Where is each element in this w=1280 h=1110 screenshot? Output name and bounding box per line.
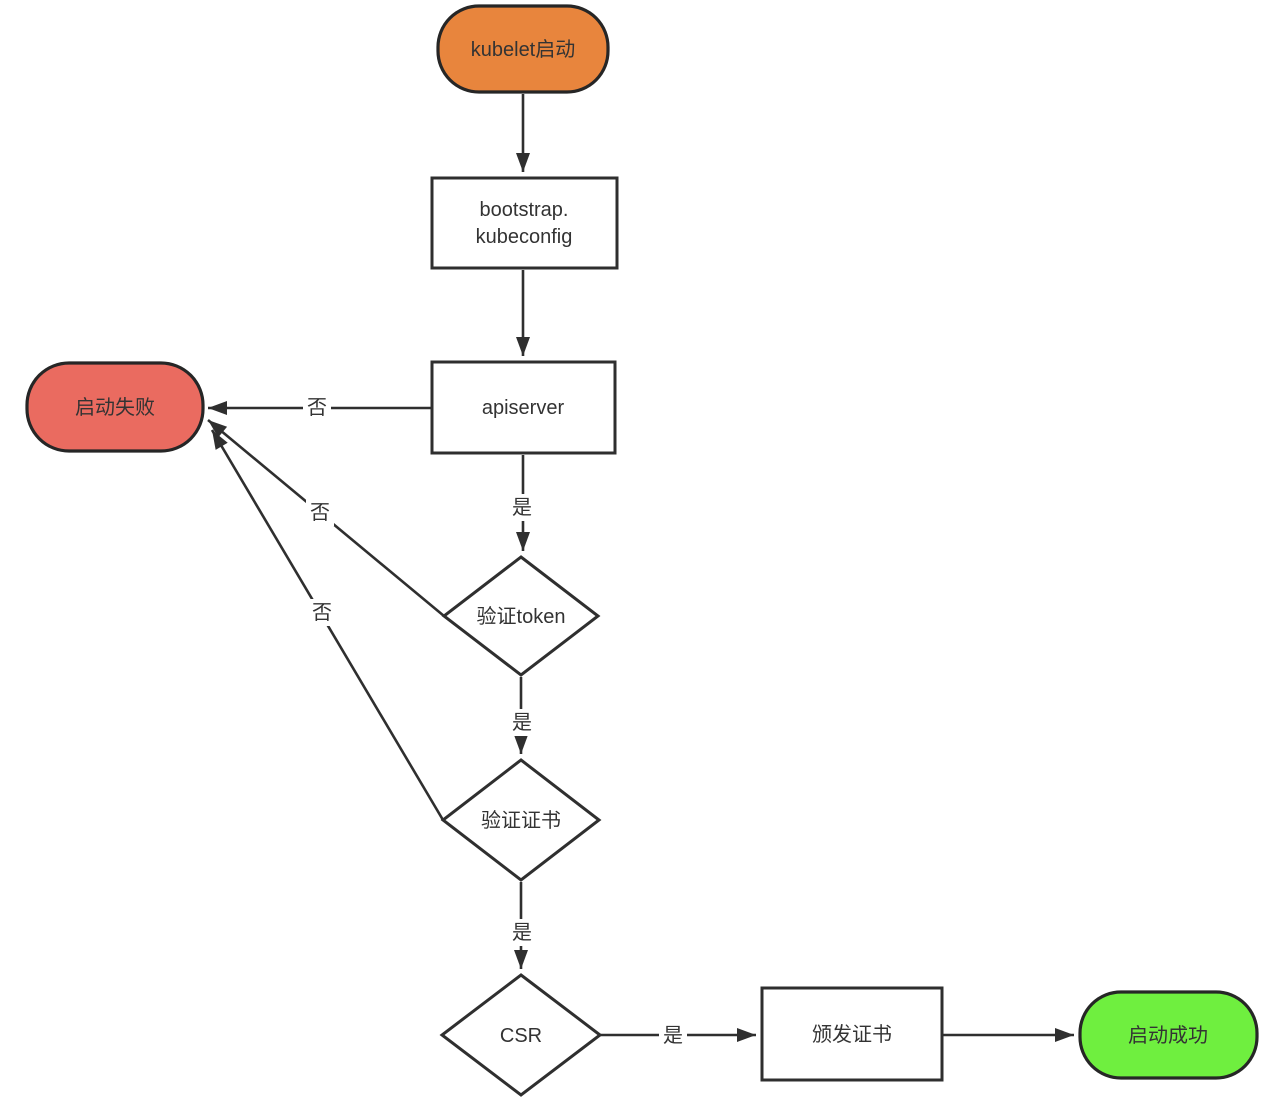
label-bg	[659, 1022, 687, 1049]
edge-label-yes-cert: 是	[512, 712, 532, 734]
node-issue-cert: 颁发证书	[760, 986, 944, 1082]
edge-label-no-apiserver: 否	[307, 397, 327, 419]
issue-cert-process-shape	[760, 986, 944, 1082]
node-apiserver: apiserver	[430, 360, 617, 455]
node-bootstrap-kubeconfig: bootstrap. kubeconfig	[430, 176, 619, 270]
node-csr: CSR	[439, 973, 603, 1097]
start-terminator-shape	[436, 4, 610, 94]
label-bg	[303, 395, 331, 422]
label-bg	[508, 709, 536, 736]
start-terminator-label: kubelet启动	[471, 38, 576, 61]
fail-terminator-shape	[25, 361, 205, 453]
bootstrap-process-shape	[430, 176, 619, 270]
node-kubelet-start: kubelet启动	[436, 4, 610, 94]
edges	[207, 94, 1074, 1042]
verify-token-decision-shape	[441, 555, 601, 677]
node-verify-cert: 验证证书	[440, 758, 602, 882]
edge-label-yes-issue: 是	[663, 1025, 683, 1047]
apiserver-process-shape	[430, 360, 617, 455]
edge-label-yes-token: 是	[512, 497, 532, 519]
label-bg	[508, 494, 536, 521]
bootstrap-label-line2: kubeconfig	[476, 226, 573, 248]
verify-cert-label: 验证证书	[481, 809, 561, 832]
success-terminator-label: 启动成功	[1128, 1024, 1208, 1047]
verify-cert-decision-shape	[440, 758, 602, 882]
node-verify-token: 验证token	[441, 555, 601, 677]
edge-labels: 否 否 否 是 是 是 是	[303, 395, 687, 1049]
node-start-fail: 启动失败	[25, 361, 205, 453]
csr-decision-shape	[439, 973, 603, 1097]
issue-cert-label: 颁发证书	[812, 1023, 892, 1046]
bootstrap-label-line1: bootstrap.	[480, 199, 569, 221]
edge-label-no-cert: 否	[312, 602, 332, 624]
csr-label: CSR	[500, 1025, 542, 1047]
label-bg	[306, 499, 334, 526]
edge-label-yes-csr: 是	[512, 922, 532, 944]
verify-token-label: 验证token	[477, 605, 566, 628]
fail-terminator-label: 启动失败	[75, 396, 155, 419]
success-terminator-shape	[1078, 990, 1259, 1080]
node-start-success: 启动成功	[1078, 990, 1259, 1080]
edge-label-no-token: 否	[310, 502, 330, 524]
apiserver-label: apiserver	[482, 397, 565, 419]
label-bg	[308, 599, 336, 626]
label-bg	[508, 919, 536, 946]
